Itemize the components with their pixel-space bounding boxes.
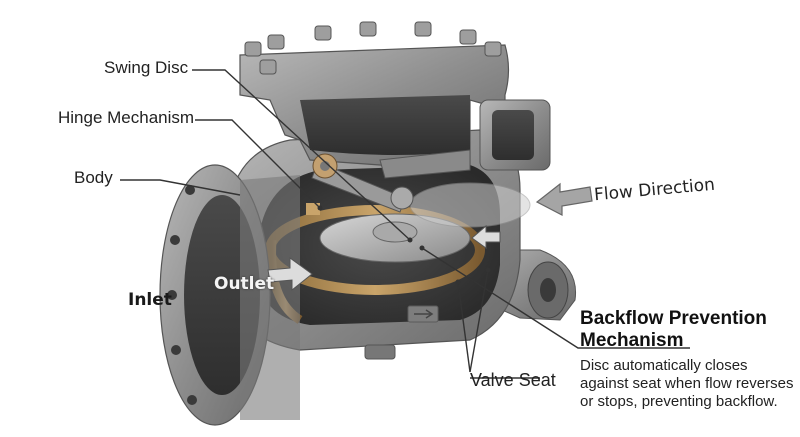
leader-valve-seat-a xyxy=(457,281,471,373)
internal-flow-arrow xyxy=(471,224,501,249)
label-hinge-mechanism: Hinge Mechanism xyxy=(58,108,195,127)
label-valve-seat: Valve Seat xyxy=(470,370,556,390)
hinge-arm xyxy=(306,149,471,215)
callout-desc-line2: against seat when flow reverses xyxy=(580,375,794,392)
backflow-callout-description: Disc automatically closes against seat w… xyxy=(580,357,793,411)
outlet-arrow xyxy=(267,257,313,292)
callout-title-line1: Backflow Prevention xyxy=(580,308,767,329)
label-body: Body xyxy=(74,168,113,187)
cover-bolts xyxy=(244,21,502,75)
label-inlet: Inlet xyxy=(128,290,172,310)
label-swing-disc: Swing Disc xyxy=(104,58,189,77)
callout-desc-line1: Disc automatically closes xyxy=(580,357,748,374)
leader-hinge xyxy=(195,119,321,209)
leader-valve-seat-b xyxy=(469,269,489,373)
leader-body xyxy=(120,179,241,196)
backflow-callout-title: Backflow Prevention Mechanism xyxy=(580,308,767,352)
swing-disc xyxy=(319,182,531,263)
inlet-flange xyxy=(159,164,300,426)
callout-desc-line3: or stops, preventing backflow. xyxy=(580,393,778,410)
leader-swing-disc xyxy=(192,69,411,241)
flow-direction-arrow xyxy=(535,182,593,216)
bonnet-cover xyxy=(239,44,551,171)
leader-lines xyxy=(120,69,690,379)
leader-backflow xyxy=(421,247,690,349)
callout-title-line2: Mechanism xyxy=(580,330,684,351)
label-outlet: Outlet xyxy=(214,274,275,294)
